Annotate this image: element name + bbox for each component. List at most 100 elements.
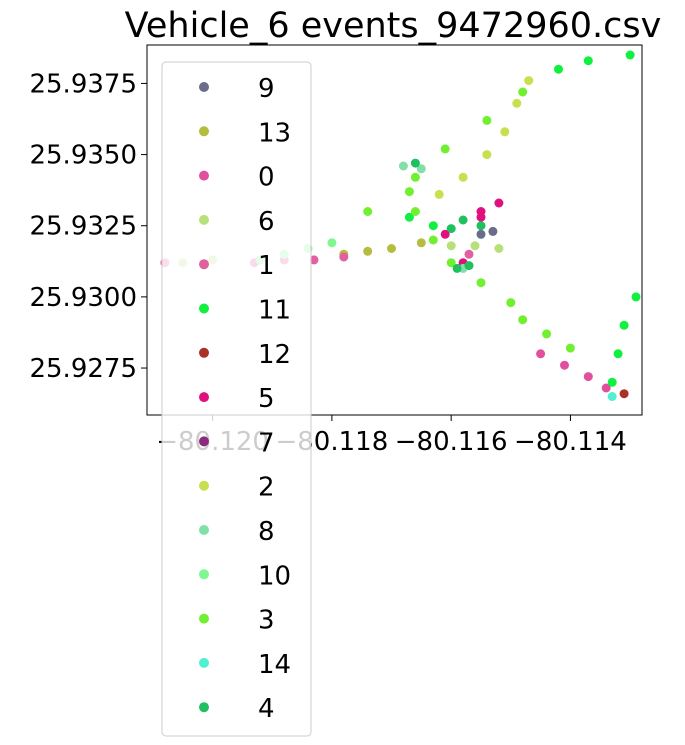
data-point: [644, 264, 653, 273]
x-tick-label: −80.114: [514, 427, 627, 457]
legend-item: 3: [199, 606, 275, 636]
series-14: [607, 392, 617, 401]
data-point: [363, 207, 373, 216]
data-point: [565, 343, 575, 353]
data-point: [446, 241, 456, 251]
y-tick-label: 25.9375: [29, 69, 137, 99]
legend-label: 6: [258, 207, 275, 237]
data-point: [518, 315, 528, 325]
legend-item: 1: [199, 251, 275, 281]
legend-item: 0: [199, 163, 275, 193]
data-point: [416, 164, 426, 174]
data-point: [428, 235, 438, 245]
data-point: [404, 212, 414, 222]
data-point: [452, 263, 462, 273]
series-7: [667, 48, 685, 66]
series-9: [476, 226, 498, 239]
data-point: [560, 360, 569, 370]
y-tick-label: 25.9350: [29, 141, 137, 171]
data-point: [309, 255, 319, 265]
legend-label: 8: [258, 517, 275, 547]
legend-label: 11: [258, 296, 291, 326]
data-point: [625, 50, 635, 60]
data-point: [494, 244, 504, 253]
data-point: [410, 207, 420, 216]
legend-item: 10: [199, 561, 291, 591]
data-point: [410, 172, 420, 182]
legend-item: 6: [199, 207, 275, 237]
data-point: [488, 226, 498, 236]
legend-item: 11: [199, 296, 291, 326]
data-point: [482, 115, 492, 125]
data-point: [536, 349, 546, 359]
series-11: [404, 48, 685, 387]
data-point: [476, 221, 486, 231]
data-point: [583, 56, 593, 66]
data-point: [428, 221, 438, 231]
data-point: [619, 389, 629, 399]
data-point: [524, 76, 534, 86]
legend-label: 13: [258, 118, 291, 148]
data-point: [476, 229, 486, 239]
data-point: [661, 48, 670, 57]
data-point: [601, 383, 611, 393]
legend-marker: [199, 170, 209, 181]
data-point: [398, 161, 408, 171]
legend-item: 13: [199, 118, 291, 148]
data-point: [673, 207, 682, 216]
legend-marker: [199, 657, 209, 668]
data-point: [607, 377, 617, 387]
legend-marker: [199, 126, 209, 137]
data-point: [631, 292, 641, 302]
data-point: [440, 229, 450, 239]
data-point: [607, 392, 617, 401]
series-12: [619, 389, 629, 399]
data-point: [494, 198, 504, 208]
data-point: [667, 48, 676, 57]
data-point: [363, 246, 373, 256]
legend-label: 10: [258, 561, 291, 591]
data-point: [476, 212, 486, 222]
legend-marker: [199, 525, 209, 535]
data-point: [613, 349, 623, 359]
series-13: [339, 238, 426, 259]
data-point: [679, 150, 685, 159]
legend-label: 5: [258, 384, 275, 414]
data-point: [470, 241, 480, 251]
data-point: [464, 249, 474, 259]
data-point: [679, 56, 685, 65]
data-point: [458, 215, 468, 225]
data-point: [583, 372, 593, 382]
data-point: [512, 98, 522, 108]
data-point: [679, 179, 685, 188]
data-point: [410, 158, 420, 168]
legend-marker: [199, 702, 209, 713]
legend-label: 0: [258, 163, 275, 193]
legend-item: 5: [199, 384, 275, 414]
legend-marker: [199, 613, 209, 624]
series-2: [434, 76, 534, 199]
legend-item: 2: [199, 473, 275, 503]
data-point: [446, 258, 456, 268]
data-point: [440, 144, 450, 154]
y-tick-label: 25.9325: [29, 212, 137, 242]
legend-item: 7: [199, 428, 275, 458]
data-point: [518, 87, 528, 97]
data-point: [387, 244, 396, 253]
legend-marker: [199, 347, 209, 358]
data-point: [554, 64, 563, 74]
legend-label: 7: [258, 428, 275, 458]
data-point: [404, 187, 414, 197]
legend-marker: [199, 303, 209, 314]
series-3: [363, 87, 575, 353]
data-point: [506, 298, 516, 308]
legend-item: 4: [199, 694, 275, 724]
x-tick-label: −80.116: [395, 427, 508, 457]
legend-label: 12: [258, 340, 291, 370]
legend-label: 4: [258, 694, 275, 724]
legend-item: 9: [199, 74, 275, 104]
legend-box: [161, 61, 312, 737]
data-point: [416, 238, 426, 248]
